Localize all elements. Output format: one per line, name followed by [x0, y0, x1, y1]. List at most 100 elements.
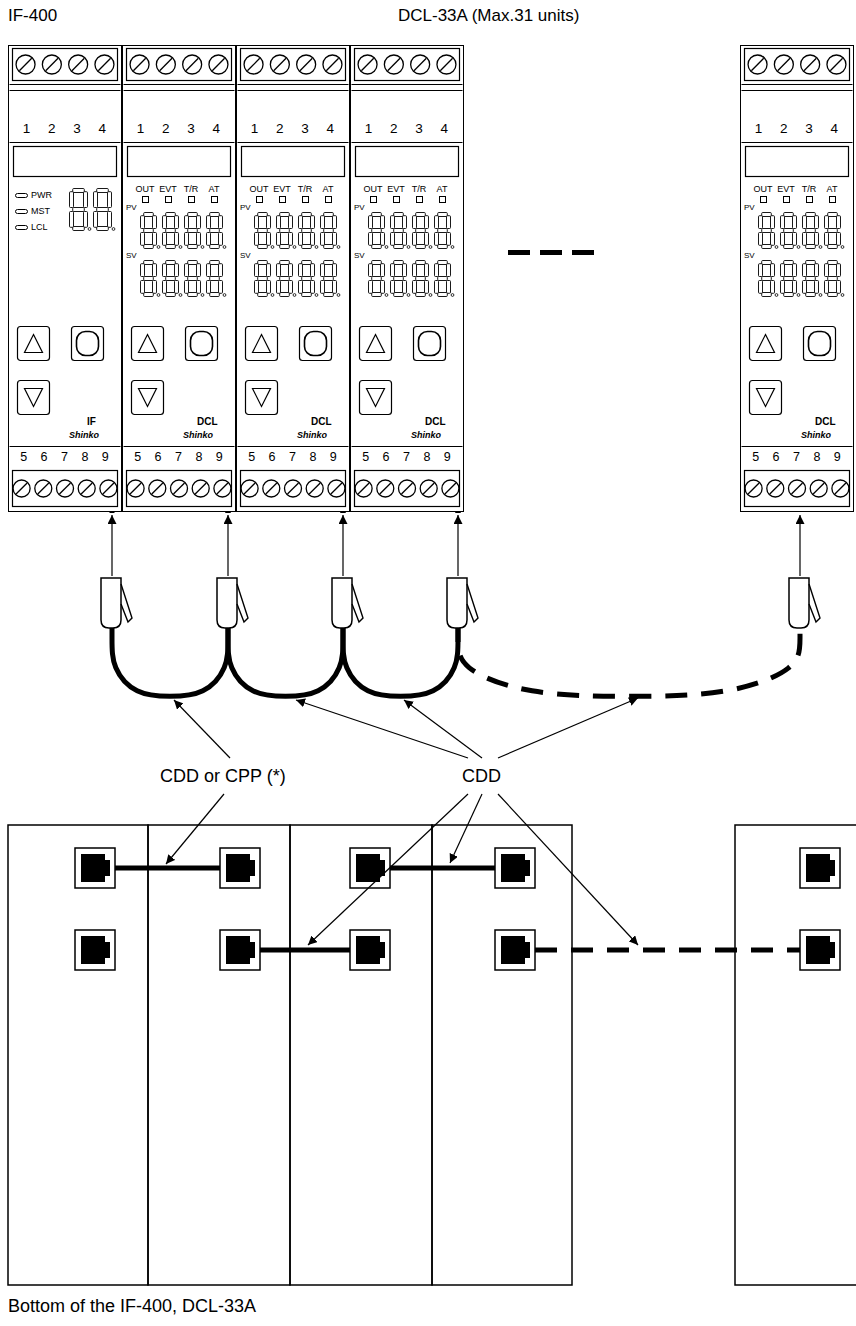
screw-slot [46, 58, 58, 70]
digit-segment [311, 281, 315, 294]
digit-segment [302, 293, 312, 297]
led-lamp [212, 197, 218, 203]
digit-segment [806, 213, 816, 217]
led-label: EVT [153, 184, 183, 194]
digit-segment [324, 293, 334, 297]
panel-line [10, 142, 121, 143]
digit-segment [333, 216, 337, 229]
digit-segment [210, 229, 220, 233]
digit-segment [771, 264, 775, 277]
panel-line [10, 90, 121, 91]
terminal-screw [377, 480, 394, 497]
jack-opening [356, 854, 385, 882]
seven-segment-digit [70, 189, 91, 231]
seven-segment-digit [163, 261, 182, 297]
digit-segment [825, 233, 829, 246]
screw-slot [173, 483, 184, 494]
led-label: T/R [794, 184, 824, 194]
digit-segment [416, 229, 426, 233]
module-face [238, 49, 349, 507]
digit-segment [784, 277, 794, 281]
digit-segment [258, 245, 268, 249]
decimal-point [223, 294, 226, 297]
digit-segment [197, 216, 201, 229]
digit-segment [803, 264, 807, 277]
led-lamp [830, 197, 836, 203]
decimal-point [841, 246, 844, 249]
led-label: OUT [130, 184, 160, 194]
panel-line [124, 90, 235, 91]
digit-segment [299, 281, 303, 294]
digit-segment [759, 281, 763, 294]
screw-slot [830, 58, 842, 70]
screw-slot [440, 58, 452, 70]
digit-segment [803, 233, 807, 246]
digit-segment [413, 216, 417, 229]
decimal-point [841, 294, 844, 297]
digit-segment [302, 229, 312, 233]
screw-slot [309, 483, 320, 494]
cable-mask [224, 513, 232, 579]
digit-segment [210, 245, 220, 249]
terminal-screw [149, 480, 166, 497]
terminal-screw [183, 55, 202, 74]
digit-segment [825, 281, 829, 294]
digit-segment [197, 233, 201, 246]
terminal-number: 5 6 7 8 9 [123, 450, 234, 464]
digit-segment [321, 233, 325, 246]
screw-slot [331, 483, 342, 494]
communication-cable [112, 512, 228, 696]
mode-key-symbol [419, 332, 441, 356]
digit-segment [403, 216, 407, 229]
digit-segment [828, 229, 838, 233]
seven-segment-digit [781, 213, 800, 249]
seven-segment-digit [391, 213, 410, 249]
digit-segment [369, 216, 373, 229]
label-window [242, 147, 345, 177]
digit-segment [394, 229, 404, 233]
digit-segment [267, 281, 271, 294]
indicator-label: MST [31, 206, 50, 216]
seven-segment-digit [321, 213, 340, 249]
indicator-lamp [16, 210, 28, 214]
digit-segment [141, 264, 145, 277]
decimal-point [315, 294, 318, 297]
digit-segment [258, 261, 268, 265]
mode-key [186, 327, 218, 361]
communication-cable [343, 512, 458, 696]
digit-segment [188, 293, 198, 297]
digit-segment [289, 216, 293, 229]
panel-line [10, 84, 121, 85]
digit-segment [185, 264, 189, 277]
label-window [356, 147, 459, 177]
digit-segment [188, 213, 198, 217]
digit-segment [108, 212, 112, 228]
digit-segment [425, 233, 429, 246]
screw-slot [72, 58, 84, 70]
panel-line [352, 446, 463, 447]
led-lamp [394, 197, 400, 203]
up-key [750, 327, 782, 361]
seven-segment-digit [391, 261, 410, 297]
led-label: OUT [244, 184, 274, 194]
down-key-symbol [757, 389, 775, 407]
screw-slot [81, 483, 92, 494]
digit-segment [166, 229, 176, 233]
digit-segment [837, 281, 841, 294]
terminal-block [355, 471, 460, 507]
module-bottom [8, 825, 148, 1285]
seven-segment-digit [759, 213, 778, 249]
digit-segment [784, 293, 794, 297]
screw-slot [751, 58, 763, 70]
digit-segment [302, 213, 312, 217]
led-lamp [417, 197, 423, 203]
digit-segment [280, 277, 290, 281]
terminal-number: 5 6 7 8 9 [351, 450, 462, 464]
digit-segment [333, 233, 337, 246]
digit-segment [333, 264, 337, 277]
screw-slot [217, 483, 228, 494]
terminal-screw [270, 55, 289, 74]
digit-segment [175, 281, 179, 294]
decimal-point [112, 228, 115, 231]
